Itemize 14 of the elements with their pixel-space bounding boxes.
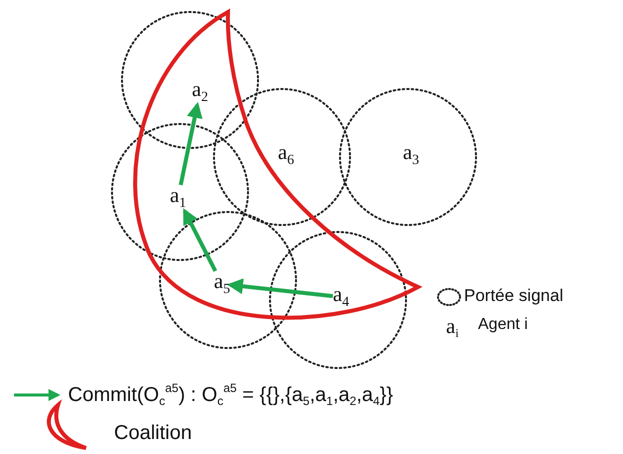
agent-label: a$_{2}$ <box>192 79 208 105</box>
arrow <box>226 278 334 298</box>
legend-text: Commit(O$_{c}$$^{a5}$) : O$_{c}$$^{a5}$ = {{},{a$_{5}$,a$_{1}$,a$_{2}$,a$_{4}$}} <box>68 381 394 408</box>
agent-label: a$_{4}$ <box>332 284 350 310</box>
agent-label: a$_{1}$ <box>170 185 186 211</box>
legend-text: Portée signal <box>464 286 564 306</box>
agent-label: a$_{5}$ <box>214 271 230 297</box>
legend-text: Coalition <box>114 422 192 445</box>
arrow <box>178 102 203 186</box>
agent-label: a$_{6}$ <box>278 142 294 168</box>
agent-label: a$_{3}$ <box>402 142 420 168</box>
arrow <box>182 208 218 272</box>
agent-symbol: a$_{i}$ <box>446 314 459 341</box>
legend-text: Agent i <box>478 316 528 334</box>
